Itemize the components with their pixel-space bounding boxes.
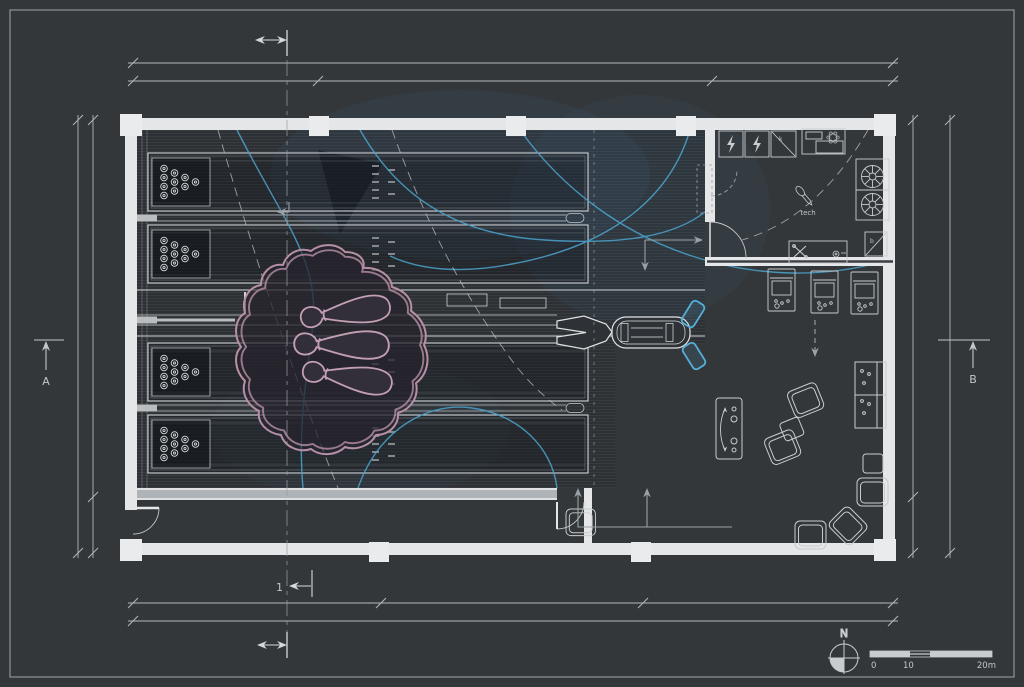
hvac-unit [855, 158, 890, 221]
lane-1 [148, 153, 588, 211]
electrical-panel [744, 130, 770, 158]
north-label: N [840, 627, 848, 640]
counter [801, 128, 846, 155]
lounge-furniture [565, 361, 889, 550]
north-compass-icon: N [828, 627, 860, 674]
gear-icon [832, 250, 846, 258]
section-marker-top [255, 30, 288, 56]
scale-ten-label: 10 [903, 661, 914, 671]
electrical-panel-icon [753, 135, 761, 153]
logo-pins [293, 292, 395, 399]
section-marker-bottom [257, 632, 288, 658]
electrical-panel [718, 130, 744, 158]
switch-box [770, 130, 797, 158]
shaft-dashed-outline [696, 164, 713, 214]
dimension-lines [72, 57, 956, 627]
detail-1-label: 1 [276, 581, 283, 594]
service-box-label: b [870, 238, 874, 245]
section-marker-b: B [938, 339, 990, 386]
tech-room-label: tech [800, 209, 815, 217]
service-box [864, 231, 888, 257]
wall-booth-unit [854, 361, 887, 429]
scale-bar: 0 10 20m [869, 650, 996, 671]
electrical-panel-icon [727, 135, 735, 153]
tech-room [718, 128, 890, 264]
switch-box-label: k [779, 136, 783, 143]
structural-columns [120, 114, 896, 562]
hall-south-wall [137, 488, 557, 500]
ball-return-machine [556, 315, 691, 350]
section-a-label: A [42, 375, 50, 388]
scale-twenty-label: 20m [977, 661, 996, 671]
scale-zero-label: 0 [871, 661, 876, 671]
section-b-label: B [969, 373, 977, 386]
bowling-logo [235, 244, 429, 455]
sink-drain-icon [826, 131, 840, 144]
shuffleboard-console [715, 397, 743, 460]
tech-south-wall [705, 257, 895, 266]
section-marker-a: A [34, 339, 64, 388]
door-swing-icon [132, 169, 747, 535]
circulation-arrows [280, 202, 816, 528]
sheet-frame [9, 9, 1015, 678]
screwdriver-icon [795, 186, 813, 206]
highlighted-seats [680, 299, 707, 371]
workbench [788, 240, 848, 264]
detail-marker-1: 1 [276, 570, 313, 597]
repair-tools-icon [792, 244, 808, 259]
